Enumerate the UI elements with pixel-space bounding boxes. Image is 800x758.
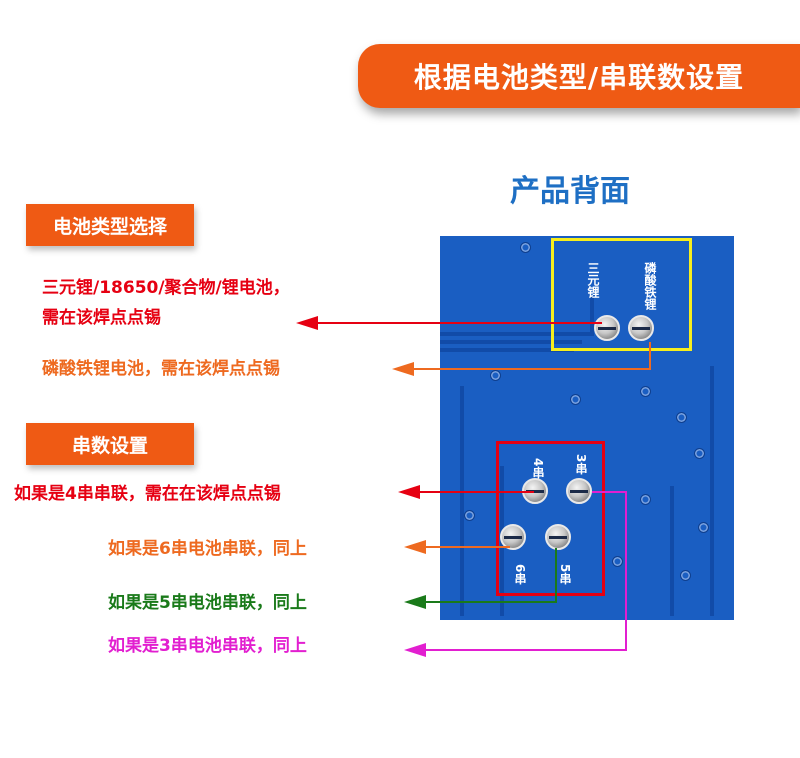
arrow-ternary	[296, 316, 318, 330]
battery-type-tag: 电池类型选择	[26, 204, 194, 246]
silk-5s: 5串	[558, 564, 572, 585]
silk-lfp: 磷酸铁锂	[643, 262, 657, 310]
pad-5s	[545, 524, 571, 550]
arrow-4s	[398, 485, 420, 499]
pad-ternary	[594, 315, 620, 341]
series-3-label: 如果是3串电池串联，同上	[108, 636, 307, 656]
silk-4s: 4串	[531, 458, 545, 479]
header-banner: 根据电池类型/串联数设置	[358, 44, 800, 108]
battery-type-tag-label: 电池类型选择	[52, 215, 167, 238]
battery-type-frame	[551, 238, 692, 351]
ternary-label-line2: 需在该焊点点锡	[42, 308, 161, 328]
header-title: 根据电池类型/串联数设置	[413, 61, 745, 94]
series-6-label: 如果是6串电池串联，同上	[108, 539, 307, 559]
series-tag-label: 串数设置	[71, 434, 148, 457]
arrow-lfp	[392, 362, 414, 376]
pad-lfp	[628, 315, 654, 341]
silk-ternary: 三元锂	[586, 262, 600, 298]
arrow-5s	[404, 595, 426, 609]
silk-3s: 3串	[574, 454, 588, 475]
ternary-label-line1: 三元锂/18650/聚合物/锂电池，	[42, 278, 290, 298]
connector-lfp	[412, 342, 651, 370]
arrow-6s	[404, 540, 426, 554]
connector-3s	[424, 491, 627, 651]
series-tag: 串数设置	[26, 423, 194, 465]
series-4-label: 如果是4串串联，需在在该焊点点锡	[14, 484, 281, 504]
pad-6s	[500, 524, 526, 550]
series-5-label: 如果是5串电池串联，同上	[108, 593, 307, 613]
pcb-board	[440, 236, 734, 620]
pad-3s	[566, 478, 592, 504]
series-frame	[496, 441, 605, 596]
lfp-label: 磷酸铁锂电池，需在该焊点点锡	[42, 359, 280, 379]
silk-6s: 6串	[513, 564, 527, 585]
connector-5s	[424, 548, 557, 603]
arrow-3s	[404, 643, 426, 657]
product-back-title: 产品背面	[510, 174, 630, 209]
